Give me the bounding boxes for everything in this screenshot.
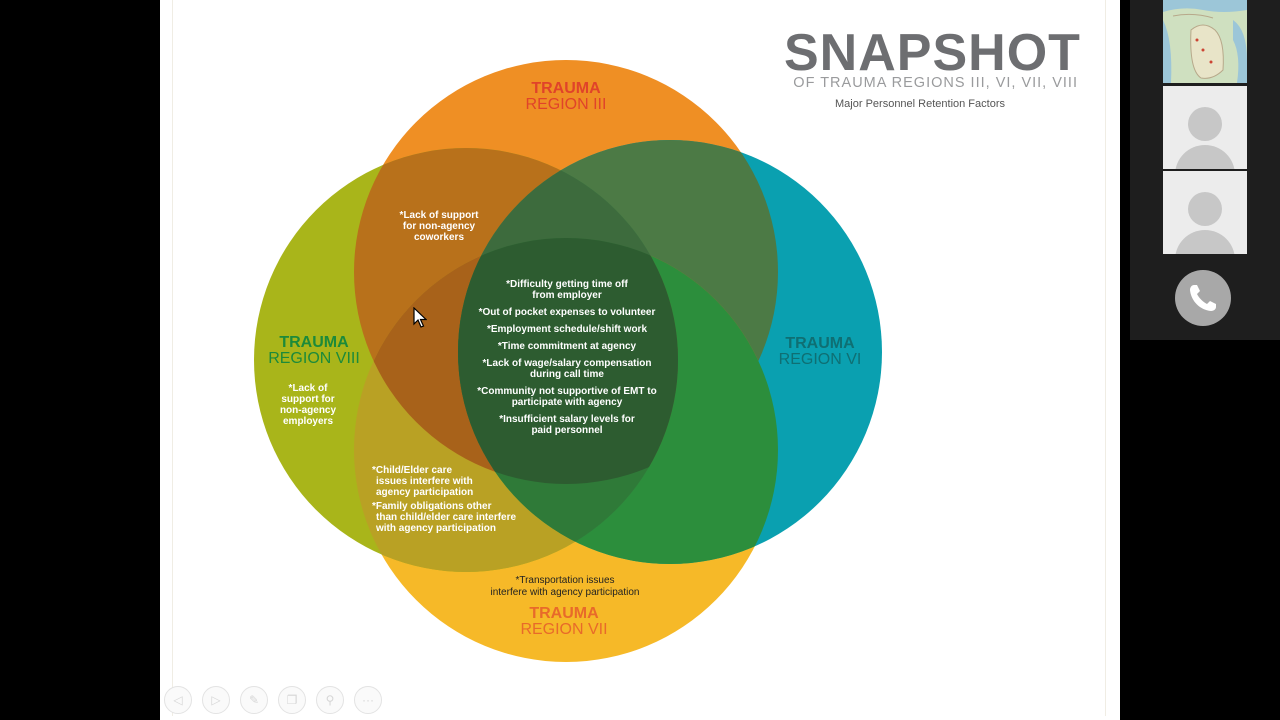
shared-factor-item: *Lack of wage/salary compensation during… <box>452 358 682 380</box>
factor-line: *Difficulty getting time off <box>506 279 628 290</box>
video-panel <box>1130 0 1280 340</box>
note-line: *Lack of support <box>399 210 479 221</box>
slide-subtitle-retention: Major Personnel Retention Factors <box>835 98 1005 110</box>
note-iii-viii: *Lack of support for non-agency coworker… <box>384 210 494 243</box>
shared-factor-item: *Out of pocket expenses to volunteer <box>452 307 682 318</box>
factor-line: paid personnel <box>531 425 603 436</box>
avatar-body <box>1175 145 1235 169</box>
more-icon[interactable]: ··· <box>354 686 382 714</box>
note-line: *Transportation issues <box>515 575 615 586</box>
avatar-head <box>1188 107 1222 141</box>
note-line: support for <box>281 394 335 405</box>
back-icon[interactable]: ◁ <box>164 686 192 714</box>
region-viii-name: REGION VIII <box>268 350 360 367</box>
note-line: than child/elder care interfere <box>376 512 517 523</box>
shared-factor-item: *Insufficient salary levels for paid per… <box>452 414 682 436</box>
shared-factor-item: *Community not supportive of EMT to part… <box>452 386 682 408</box>
note-line: agency participation <box>376 487 474 498</box>
presentation-slide: SNAPSHOT OF TRAUMA REGIONS III, VI, VII,… <box>160 0 1120 720</box>
phone-icon <box>1190 285 1216 311</box>
note-line: interfere with agency participation <box>490 587 640 598</box>
factor-line: *Insufficient salary levels for <box>499 414 635 425</box>
factor-line: *Community not supportive of EMT to <box>477 386 657 397</box>
region-vii-label: TRAUMA REGION VII <box>494 606 634 638</box>
region-vii-title: TRAUMA <box>529 605 599 622</box>
region-vi-label: TRAUMA REGION VI <box>760 336 880 368</box>
note-line: with agency participation <box>376 523 497 534</box>
avatar-head <box>1188 192 1222 226</box>
michigan-map-icon <box>1163 0 1247 83</box>
region-vi-title: TRAUMA <box>785 335 855 352</box>
factor-line: *Time commitment at agency <box>497 341 637 352</box>
region-iii-label: TRAUMA REGION III <box>496 81 636 113</box>
region-iii-title: TRAUMA <box>531 80 601 97</box>
note-line: non-agency <box>279 405 337 416</box>
shared-factor-item: *Employment schedule/shift work <box>452 324 682 335</box>
participant-3[interactable] <box>1163 171 1247 254</box>
region-iii-name: REGION III <box>525 96 607 113</box>
zoom-icon[interactable]: ⚲ <box>316 686 344 714</box>
factor-line: *Employment schedule/shift work <box>486 324 648 335</box>
slide-subtitle: OF TRAUMA REGIONS III, VI, VII, VIII <box>793 75 1078 91</box>
note-line: for non-agency <box>402 221 476 232</box>
factor-line: during call time <box>530 369 604 380</box>
overlap-all-four <box>458 238 678 484</box>
forward-icon[interactable]: ▷ <box>202 686 230 714</box>
region-vii-name: REGION VII <box>520 621 608 638</box>
slide-title: SNAPSHOT <box>784 24 1081 82</box>
note-viii-only: *Lack of support for non-agency employer… <box>266 383 350 427</box>
note-line: employers <box>282 416 334 427</box>
region-vi-name: REGION VI <box>778 351 862 368</box>
region-viii-title: TRAUMA <box>279 334 349 351</box>
mouse-cursor-icon <box>413 307 427 328</box>
note-vii-only: *Transportation issues interfere with ag… <box>460 575 670 599</box>
region-viii-label: TRAUMA REGION VIII <box>254 335 374 367</box>
factor-line: participate with agency <box>511 397 623 408</box>
note-line: *Family obligations other <box>372 501 492 512</box>
factor-line: from employer <box>532 290 602 301</box>
pen-icon[interactable]: ✎ <box>240 686 268 714</box>
note-line: *Child/Elder care <box>372 465 453 476</box>
note-viii-vii-childcare: *Child/Elder care issues interfere with … <box>372 465 522 498</box>
shared-factor-item: *Time commitment at agency <box>452 341 682 352</box>
copy-icon[interactable]: ❐ <box>278 686 306 714</box>
venn-diagram <box>254 60 882 662</box>
participant-2[interactable] <box>1163 86 1247 169</box>
factor-line: *Lack of wage/salary compensation <box>482 358 652 369</box>
note-line: coworkers <box>413 232 465 243</box>
note-line: *Lack of <box>288 383 328 394</box>
note-line: issues interfere with <box>376 476 473 487</box>
slide-toolbar: ◁ ▷ ✎ ❐ ⚲ ··· <box>164 686 382 714</box>
slide-frame <box>172 0 1106 716</box>
shared-factor-item: *Difficulty getting time off from employ… <box>452 279 682 301</box>
shared-factors-list: *Difficulty getting time off from employ… <box>452 279 682 442</box>
call-button[interactable] <box>1175 270 1231 326</box>
factor-line: *Out of pocket expenses to volunteer <box>478 307 656 318</box>
avatar-body <box>1175 230 1235 254</box>
map-participant[interactable] <box>1163 0 1247 83</box>
note-viii-vii-family: *Family obligations other than child/eld… <box>372 501 542 534</box>
